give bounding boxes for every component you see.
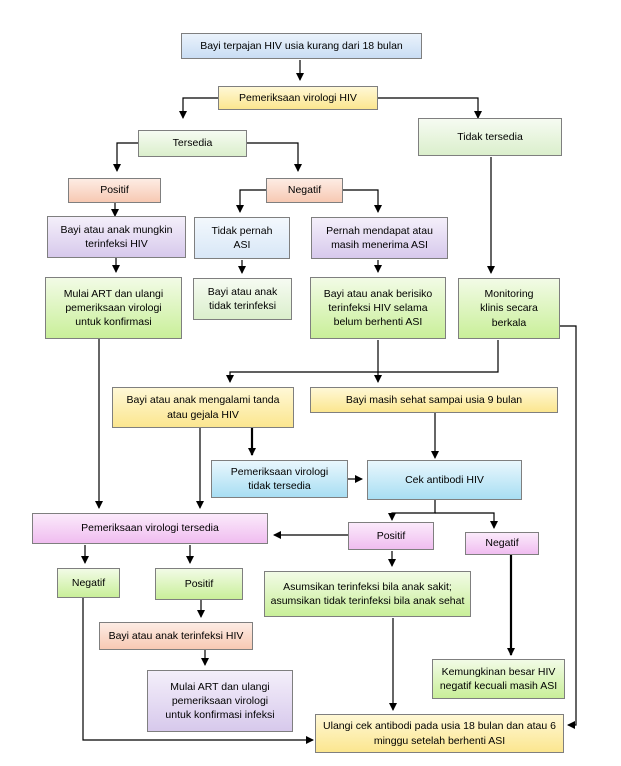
arrow-monitoring-merge [226, 340, 499, 383]
node-not-infected: Bayi atau anak tidak terinfeksi [193, 278, 292, 320]
node-assume-infected: Asumsikan terinfeksi bila anak sakit; as… [264, 571, 471, 617]
node-available: Tersedia [138, 130, 247, 157]
arrow-monitoring-to-retest [560, 325, 577, 729]
arrow-negative-to-breastfed [343, 189, 382, 213]
arrow-available-split-right [247, 142, 302, 172]
node-positive: Positif [68, 178, 161, 203]
node-infected: Bayi atau anak terinfeksi HIV [99, 622, 253, 650]
node-virology-test: Pemeriksaan virologi HIV [218, 86, 378, 110]
arrow-available-split-left [113, 142, 138, 172]
arrow-virology-not-available [378, 97, 482, 119]
node-healthy-9-months: Bayi masih sehat sampai usia 9 bulan [310, 387, 558, 413]
node-symptoms: Bayi atau anak mengalami tanda atau geja… [112, 387, 294, 428]
node-not-available: Tidak tersedia [418, 118, 562, 156]
node-at-risk: Bayi atau anak berisiko terinfeksi HIV s… [310, 277, 446, 339]
node-retest-antibody: Ulangi cek antibodi pada usia 18 bulan d… [315, 714, 564, 753]
node-start-art-confirm-infection: Mulai ART dan ulangi pemeriksaan virolog… [147, 670, 293, 732]
node-negative: Negatif [266, 178, 343, 203]
arrow-virology-split [179, 97, 218, 119]
node-antibody-positive: Positif [348, 522, 434, 550]
node-virology-positive: Positif [155, 568, 243, 600]
node-antibody-negative: Negatif [465, 532, 539, 555]
node-virology-negative: Negatif [57, 568, 120, 598]
node-never-breastfed: Tidak pernah ASI [194, 217, 290, 259]
arrow-antibody-split-right [435, 512, 498, 529]
node-antibody-test: Cek antibodi HIV [367, 460, 522, 500]
node-virology-unavailable: Pemeriksaan virologi tidak tersedia [211, 460, 348, 498]
node-maybe-infected: Bayi atau anak mungkin terinfeksi HIV [47, 216, 186, 258]
node-infant-exposed: Bayi terpajan HIV usia kurang dari 18 bu… [181, 33, 422, 59]
node-monitoring: Monitoring klinis secara berkala [458, 278, 560, 339]
arrow-negative-to-never [236, 189, 266, 213]
node-likely-negative: Kemungkinan besar HIV negatif kecuali ma… [432, 659, 565, 699]
arrow-antibody-split-left [388, 500, 436, 521]
node-breastfed: Pernah mendapat atau masih menerima ASI [311, 217, 448, 259]
node-start-art-confirm: Mulai ART dan ulangi pemeriksaan virolog… [45, 277, 182, 339]
arrow-negative-to-retest [82, 598, 314, 744]
node-virology-available: Pemeriksaan virologi tersedia [32, 513, 268, 544]
